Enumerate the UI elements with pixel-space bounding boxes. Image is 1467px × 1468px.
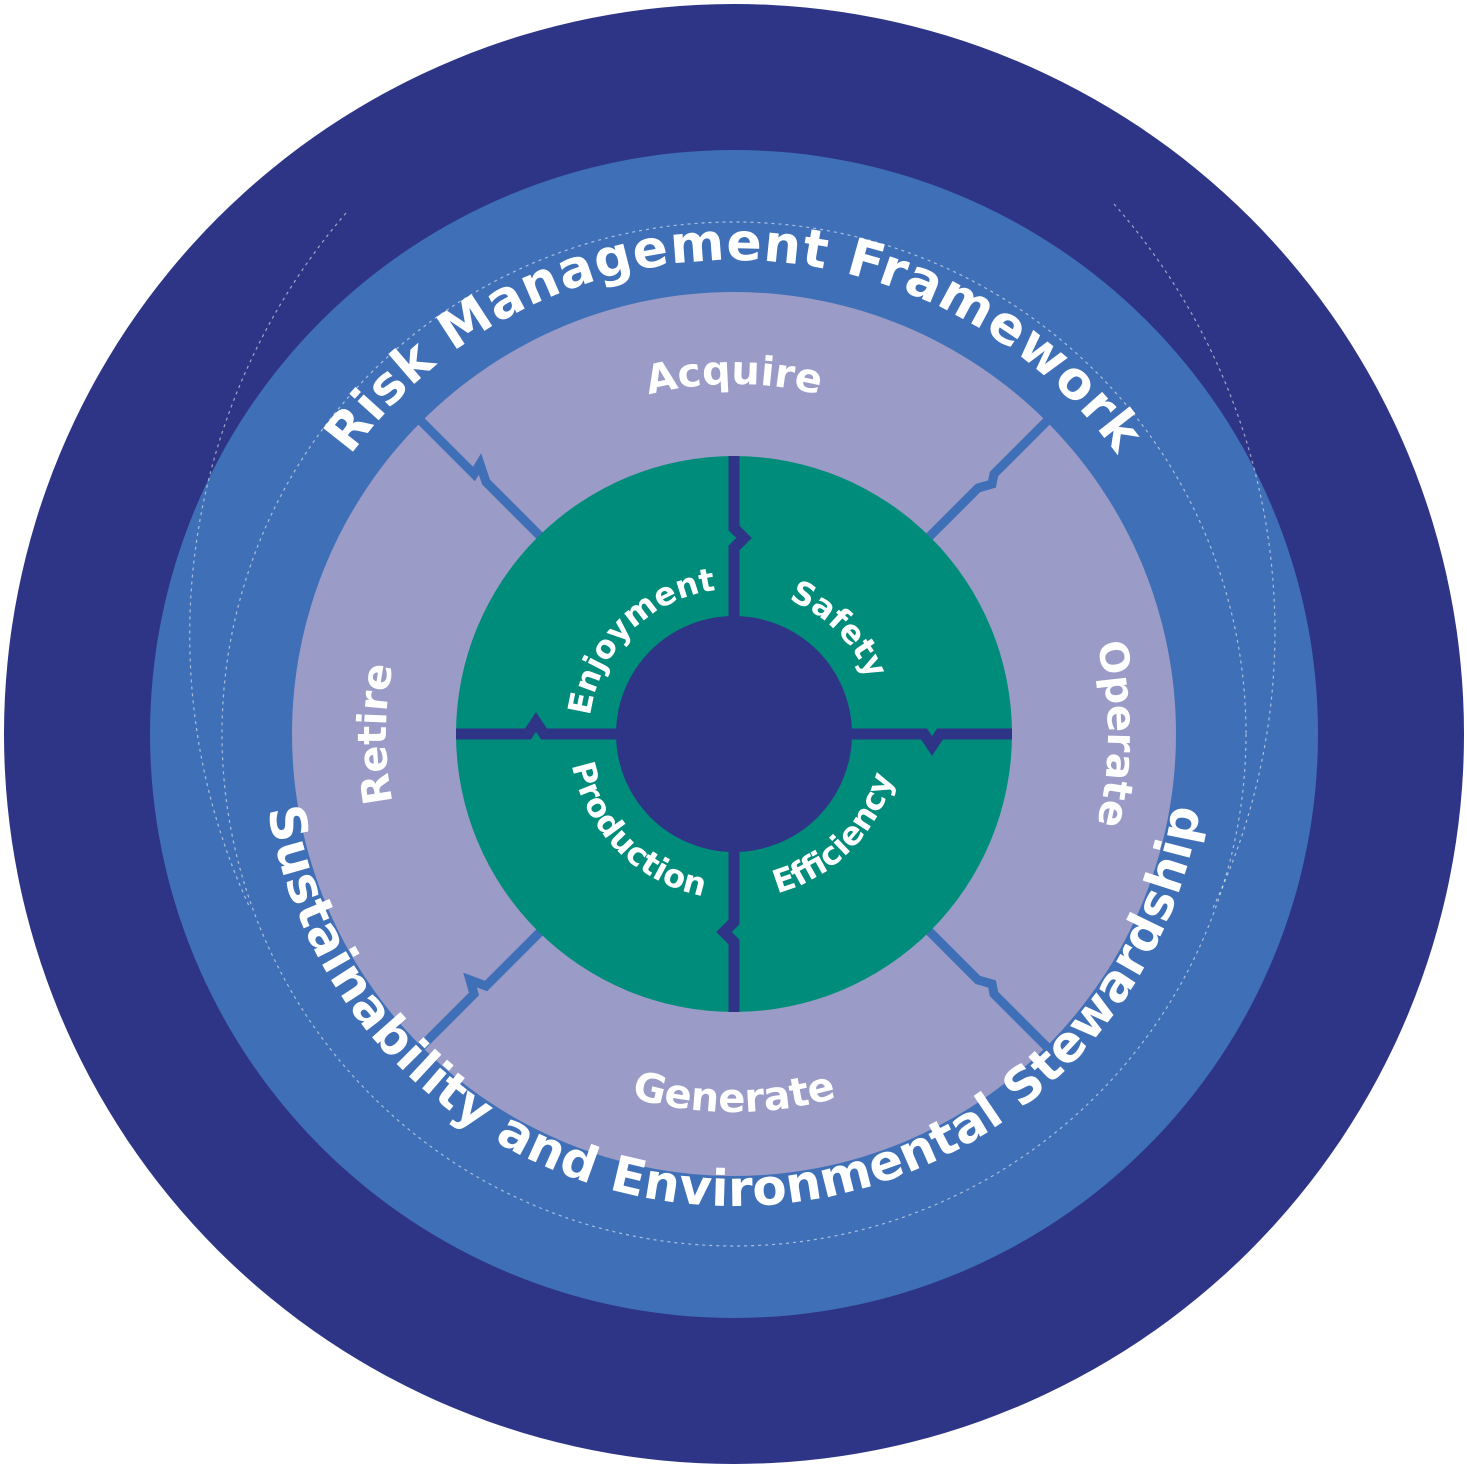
core-dividers	[456, 456, 1012, 1012]
outer-dashed-arc-left	[189, 212, 347, 909]
divider-bottom-left	[414, 926, 546, 1054]
core-divider-left	[456, 712, 620, 740]
divider-top-left	[414, 414, 546, 542]
core-divider-right	[848, 728, 1012, 756]
core-divider-bottom	[716, 848, 740, 1012]
divider-top-right	[922, 414, 1054, 544]
inner-dashed-circle	[221, 221, 1247, 1247]
retire-label: Retire	[350, 660, 402, 808]
core-divider-top	[728, 456, 752, 620]
center-hub	[616, 616, 852, 852]
divider-bottom-right	[922, 924, 1054, 1054]
lifecycle-dividers	[414, 414, 1054, 1054]
